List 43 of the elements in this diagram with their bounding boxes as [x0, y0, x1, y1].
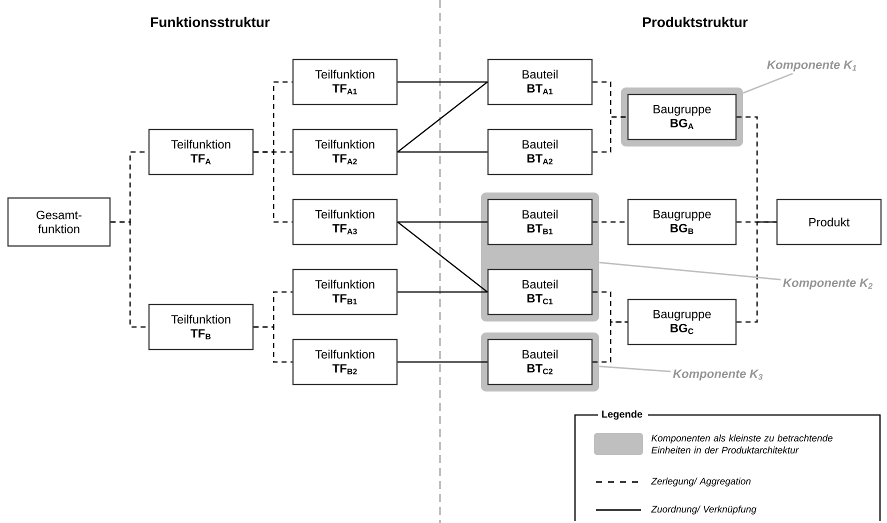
function-box: Teilfunktion TF$_{B2}$ [292, 338, 398, 386]
component-label: Komponente K$_{1}$ [767, 60, 856, 72]
part-box: Bauteil BT$_{C2}$ [487, 338, 593, 386]
function-box: Teilfunktion TF$_{B1}$ [292, 268, 398, 316]
heading: Produktstruktur [643, 16, 748, 28]
dashed-connector [254, 151, 292, 223]
legend-text: Zerlegung/ Aggregation [651, 478, 751, 486]
function-box: Teilfunktion TF$_{A2}$ [292, 128, 398, 176]
connector [398, 151, 488, 153]
connector [397, 222, 488, 293]
legend-title: Legende [602, 410, 642, 420]
part-box: Bauteil BT$_{C1}$ [487, 268, 593, 316]
dashed-connector [592, 221, 628, 223]
function-box: Teilfunktion TF$_{A1}$ [292, 58, 398, 106]
connector [398, 361, 488, 363]
dashed-connector [592, 321, 628, 363]
dashed-connector [254, 326, 292, 363]
product-box: Produkt [776, 198, 882, 246]
heading: Funktionsstruktur [151, 16, 270, 28]
assembly-box: Baugruppe BG$_{B}$ [627, 198, 737, 246]
component-label: Komponente K$_{3}$ [673, 370, 763, 380]
connector [398, 291, 488, 293]
overall-function-box: Gesamt- funktion [7, 197, 111, 247]
part-box: Bauteil BT$_{A1}$ [487, 58, 593, 106]
leader-line [742, 72, 793, 94]
function-box: Teilfunktion TF$_{A}$ [148, 128, 254, 176]
leader-line [599, 262, 781, 280]
legend-text: Komponenten als kleinste zu betrachtende Einheiten in der Produktarchitektur [652, 434, 832, 454]
dashed-connector [592, 116, 628, 153]
connector [398, 221, 488, 223]
assembly-box: Baugruppe BG$_{A}$ [627, 94, 737, 140]
assembly-box: Baugruppe BG$_{C}$ [627, 298, 737, 346]
dashed-connector [110, 221, 148, 328]
dashed-connector [736, 221, 776, 323]
part-box: Bauteil BT$_{B1}$ [487, 198, 593, 246]
function-box: Teilfunktion TF$_{A3}$ [292, 198, 398, 246]
connector [397, 82, 488, 153]
leader-line [599, 366, 671, 372]
part-box: Bauteil BT$_{A2}$ [487, 128, 593, 176]
connector [398, 81, 488, 83]
function-box: Teilfunktion TF$_{B}$ [148, 304, 254, 350]
legend-text: Zuordnung/ Verknüpfung [651, 506, 756, 514]
component-label: Komponente K$_{2}$ [783, 278, 873, 290]
